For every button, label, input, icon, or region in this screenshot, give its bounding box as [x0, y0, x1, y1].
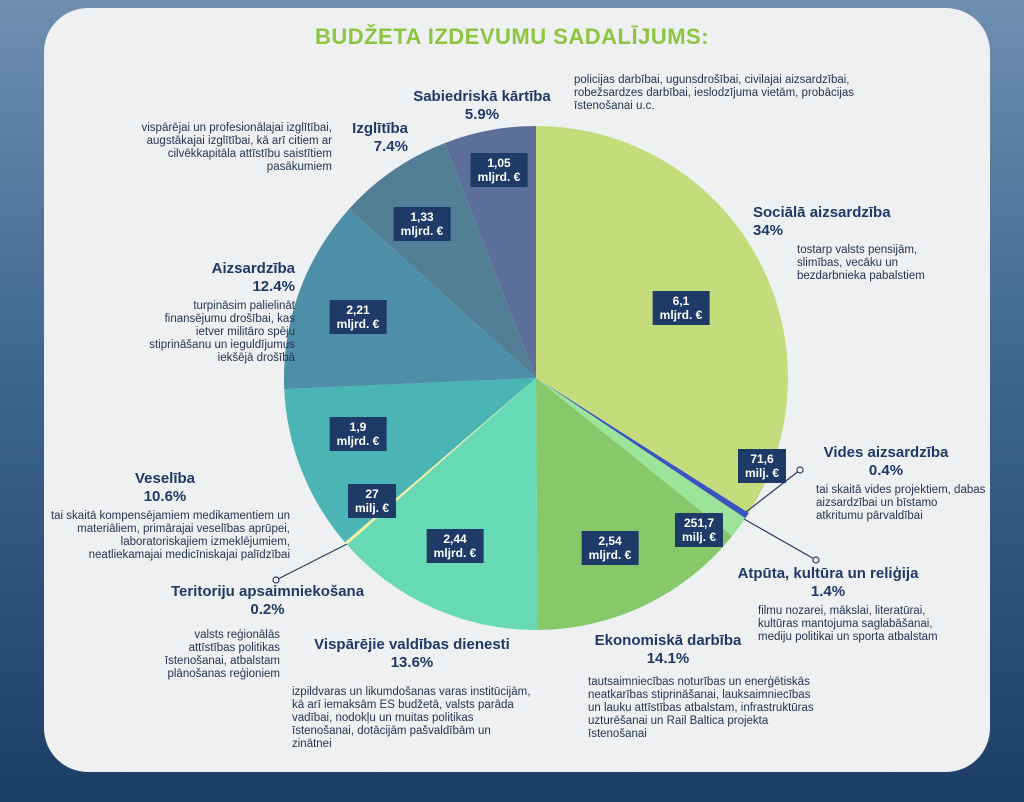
pie-slice-ekonomika [536, 378, 733, 630]
slice-pct-atputa: 1.4% [810, 583, 846, 600]
annotation-desc-izglitiba: vispārējai un profesionālajai izglītībai… [141, 122, 333, 173]
annotation-veseliba: Veselība 10.6% tai skaitā kompensējamiem… [50, 470, 290, 561]
annotation-teritorija: Teritoriju apsaimniekošana 0.2% valsts r… [150, 583, 390, 681]
slice-pct-vides: 0.4% [868, 462, 904, 479]
annotation-ekonomika: Ekonomiskā darbība 14.1% tautsaimniecība… [588, 632, 814, 740]
slice-pct-social: 34% [753, 222, 784, 239]
pie-slice-valdiba [346, 378, 538, 630]
leader-teritorija-dot [272, 576, 280, 584]
leader-vides [745, 469, 801, 513]
annotation-desc-kartiba: policijas darbībai, ugunsdrošībai, civil… [574, 74, 854, 112]
annotation-valdiba: Vispārējie valdības dienesti 13.6% izpil… [292, 636, 531, 750]
slice-pct-ekonomika: 14.1% [646, 650, 690, 667]
slice-name-teritorija: Teritoriju apsaimniekošana [170, 583, 365, 600]
pie-slice-izglitiba [349, 143, 536, 378]
slice-name-valdiba: Vispārējie valdības dienesti [314, 636, 510, 653]
leader-atputa-dot [812, 556, 820, 564]
slice-name-kartiba: Sabiedriskā kārtība [413, 88, 551, 105]
slice-name-vides: Vides aizsardzība [823, 444, 949, 461]
slice-pct-teritorija: 0.2% [250, 601, 285, 618]
slice-name-veseliba: Veselība [134, 470, 196, 487]
slice-pct-aizsardziba: 12.4% [252, 278, 295, 295]
leader-atputa [743, 518, 817, 561]
annotation-aizsardziba: Aizsardzība 12.4% turpināsim palielināt … [140, 260, 295, 365]
slice-pct-kartiba: 5.9% [464, 106, 500, 123]
slice-pct-veseliba: 10.6% [143, 488, 187, 505]
annotation-vides: Vides aizsardzība 0.4% tai skaitā vides … [816, 444, 986, 522]
leader-teritorija [275, 543, 348, 581]
pie-slice-aizsardziba [284, 208, 536, 390]
pie-slice-vides [536, 378, 749, 519]
slice-name-ekonomika: Ekonomiskā darbība [594, 632, 742, 649]
pie-slice-atputa [536, 378, 746, 537]
slice-name-social: Sociālā aizsardzība [753, 204, 891, 221]
annotation-social: Sociālā aizsardzība 34% tostarp valsts p… [753, 204, 933, 283]
slice-name-atputa: Atpūta, kultūra un reliģija [737, 565, 919, 582]
chart-title: BUDŽETA IZDEVUMU SADALĪJUMS: [314, 24, 710, 49]
pie-slice-kartiba [444, 126, 536, 378]
slice-name-izglitiba: Izglītība [352, 120, 408, 137]
slice-name-aizsardziba: Aizsardzība [211, 260, 295, 277]
annotation-izglitiba: Izglītība 7.4% [338, 120, 408, 156]
slice-pct-izglitiba: 7.4% [373, 138, 408, 155]
leader-vides-dot [796, 466, 804, 474]
annotation-atputa: Atpūta, kultūra un reliģija 1.4% filmu n… [718, 565, 958, 644]
slice-pct-valdiba: 13.6% [390, 654, 434, 671]
annotation-kartiba: Sabiedriskā kārtība 5.9% [392, 88, 572, 124]
